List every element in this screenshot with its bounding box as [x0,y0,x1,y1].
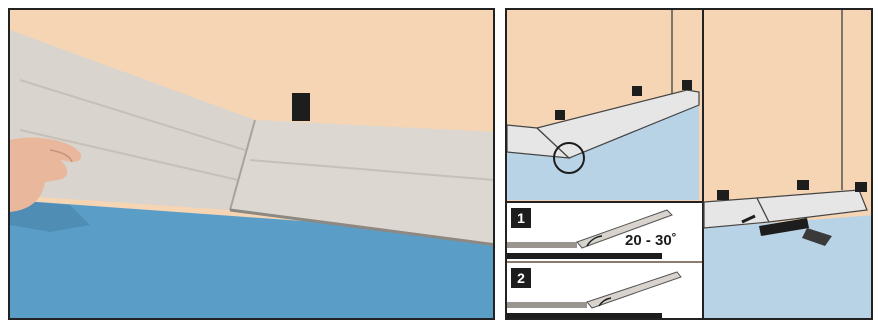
spacer-clip [632,86,642,96]
spacer-clip [717,190,729,200]
plank-profile [507,302,587,308]
technical-diagram-panel: 1 20 - 30˚ 2 [505,8,873,320]
angle-range-label: 20 - 30˚ [625,232,677,249]
plank-profile [507,242,577,248]
installation-photo-panel [8,8,495,320]
spacer-clip [292,93,310,121]
angle-diagram [507,10,873,320]
floor-base [507,253,662,259]
step-2-badge: 2 [511,268,531,288]
plank-install-illustration [10,10,495,320]
step-1-badge: 1 [511,208,531,228]
spacer-clip [797,180,809,190]
spacer-clip [855,182,867,192]
step-2-detail-bg [507,263,702,320]
floor-base [507,313,662,319]
spacer-clip [682,80,692,90]
spacer-clip [555,110,565,120]
